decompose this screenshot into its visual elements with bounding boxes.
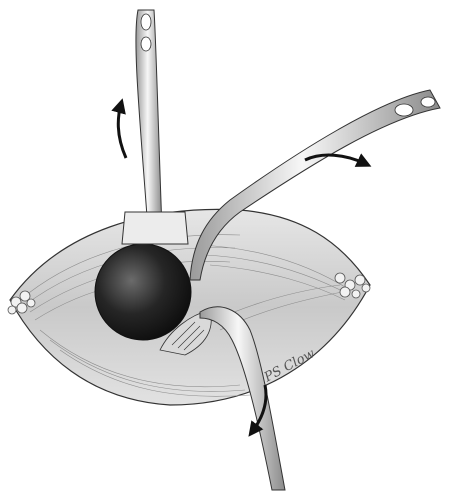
arrow-up — [111, 98, 128, 159]
orbital-fat-right — [334, 272, 371, 299]
arrow-right — [304, 153, 372, 167]
retractor-top — [121, 9, 189, 245]
orbital-opening — [9, 208, 371, 406]
retractor-upper-right — [189, 89, 441, 281]
retractor-lower — [199, 306, 286, 491]
arrow-down-left — [248, 384, 268, 437]
globe — [94, 243, 192, 341]
tissue-hatching — [171, 321, 205, 351]
orbital-fat-left — [7, 290, 36, 315]
